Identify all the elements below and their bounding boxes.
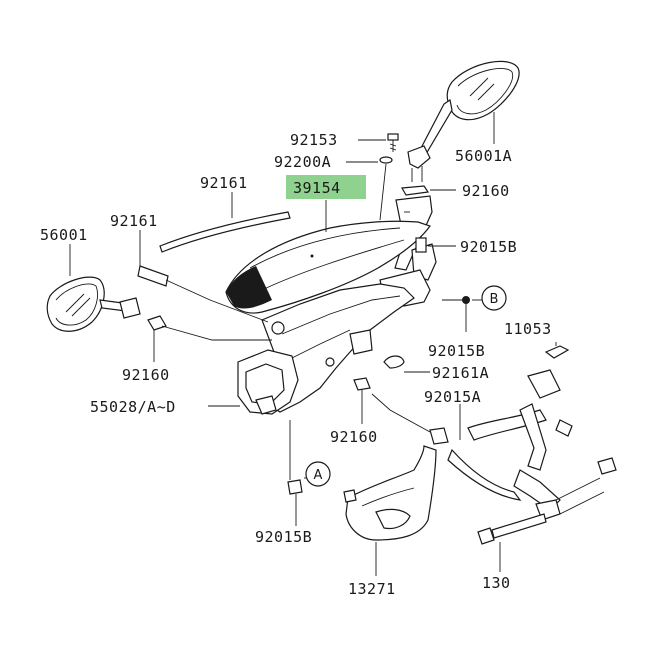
callout-B: B xyxy=(481,285,507,311)
label-55028: 55028/A~D xyxy=(90,398,176,416)
bolt-130 xyxy=(477,513,547,545)
label-39154: 39154 xyxy=(293,179,341,197)
bolt-92153 xyxy=(387,133,399,152)
label-92160-bottom: 92160 xyxy=(330,428,378,446)
rubber-92160-top xyxy=(401,185,430,196)
trim-strip-92161 xyxy=(159,211,291,253)
label-92015B-mid: 92015B xyxy=(428,342,485,360)
label-56001: 56001 xyxy=(40,226,88,244)
nut-92015B-right xyxy=(415,237,427,253)
nut-92015A xyxy=(429,427,449,445)
label-130: 130 xyxy=(482,574,511,592)
label-92161-left: 92161 xyxy=(110,212,158,230)
callout-A-label: A xyxy=(314,468,323,483)
bracket-13271 xyxy=(343,445,437,541)
nut-frame xyxy=(597,457,617,475)
clip-92161A xyxy=(383,355,405,369)
trim-92161-left xyxy=(137,265,169,287)
label-56001A: 56001A xyxy=(455,147,512,165)
nut-92015B-bottom xyxy=(287,479,303,495)
callout-A: A xyxy=(305,461,331,487)
label-92161A: 92161A xyxy=(432,364,489,382)
label-13271: 13271 xyxy=(348,580,396,598)
part-39154-highlight xyxy=(286,175,366,199)
right-mirror-56001A xyxy=(407,60,520,182)
label-92015B-right: 92015B xyxy=(460,238,517,256)
washer-92200A xyxy=(379,156,393,164)
callout-B-label: B xyxy=(490,292,499,307)
label-92160-left: 92160 xyxy=(122,366,170,384)
label-92015B-bottom: 92015B xyxy=(255,528,312,546)
label-92160-top: 92160 xyxy=(462,182,510,200)
label-92015A: 92015A xyxy=(424,388,481,406)
left-mirror-56001 xyxy=(46,276,141,332)
headlight-55028 xyxy=(237,349,299,415)
label-11053: 11053 xyxy=(504,320,552,338)
label-92161-top: 92161 xyxy=(200,174,248,192)
grommet-92160-bottom xyxy=(353,377,371,391)
label-92153: 92153 xyxy=(290,131,338,149)
label-92200A: 92200A xyxy=(274,153,331,171)
rubber-92160-left xyxy=(147,315,167,331)
